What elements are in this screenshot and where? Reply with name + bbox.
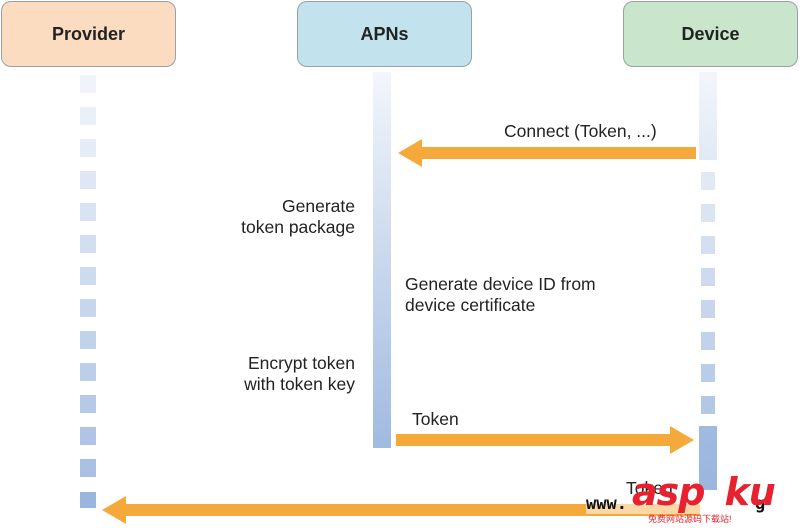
lifeline-segment — [701, 172, 715, 190]
lifeline-segment — [701, 332, 715, 350]
arrow-connect-head — [398, 139, 422, 167]
lifeline-segment — [701, 396, 715, 414]
participant-apns: APNs — [297, 1, 472, 67]
note-generate-device-id-line-2: device certificate — [405, 295, 536, 315]
lifeline-segment — [701, 300, 715, 318]
note-generate-token-package: Generate token package — [200, 196, 355, 238]
lifeline-segment — [701, 364, 715, 382]
watermark-url-prefix: www. — [586, 494, 627, 514]
lifeline-segment — [80, 395, 96, 413]
lifeline-segment — [701, 204, 715, 222]
arrow-connect — [398, 139, 696, 167]
watermark-url-suffix: g — [754, 494, 766, 514]
participant-device-label: Device — [681, 23, 740, 44]
lifeline-segment — [80, 427, 96, 445]
message-token-provider-label: Token — [626, 478, 673, 498]
watermark-logo-text: asp — [632, 470, 705, 514]
lifeline-segment — [80, 107, 96, 125]
lifeline-segment — [80, 203, 96, 221]
lifeline-segment — [80, 267, 96, 285]
lifeline-segment — [80, 235, 96, 253]
watermark-logo-tail: ku — [724, 470, 775, 514]
arrow-token-to-provider-head — [102, 496, 126, 524]
participant-device: Device — [623, 1, 798, 67]
device-activation-bar-top — [699, 72, 717, 160]
note-generate-token-package-line-2: token package — [241, 217, 355, 237]
participant-apns-label: APNs — [360, 23, 409, 44]
lifeline-segment — [701, 236, 715, 254]
note-encrypt-token-line-2: with token key — [244, 374, 355, 394]
participant-provider: Provider — [1, 1, 176, 67]
lifeline-segment — [80, 331, 96, 349]
message-connect-label: Connect (Token, ...) — [504, 121, 657, 141]
device-activation-bar-bottom — [699, 426, 717, 490]
lifeline-segment — [80, 171, 96, 189]
provider-activation-bar — [80, 492, 96, 508]
apns-activation-bar — [373, 72, 391, 448]
message-token-label: Token — [412, 409, 459, 429]
arrow-token-to-device — [396, 426, 694, 454]
lifeline-segment — [701, 268, 715, 286]
note-encrypt-token-line-1: Encrypt token — [248, 353, 355, 373]
lifeline-segment — [80, 139, 96, 157]
note-generate-device-id-line-1: Generate device ID from — [405, 274, 596, 294]
note-generate-device-id: Generate device ID from device certifica… — [405, 274, 596, 316]
note-encrypt-token: Encrypt token with token key — [200, 353, 355, 395]
watermark-tagline: 免费网站源码下载站! — [648, 514, 732, 524]
lifeline-segment — [80, 299, 96, 317]
lifeline-segment — [80, 459, 96, 477]
participant-provider-label: Provider — [51, 23, 126, 44]
watermark-url: www. g — [586, 494, 766, 514]
lifeline-segment — [80, 75, 96, 93]
lifeline-segment — [80, 363, 96, 381]
note-generate-token-package-line-1: Generate — [282, 196, 355, 216]
arrow-token-to-device-head — [670, 426, 694, 454]
